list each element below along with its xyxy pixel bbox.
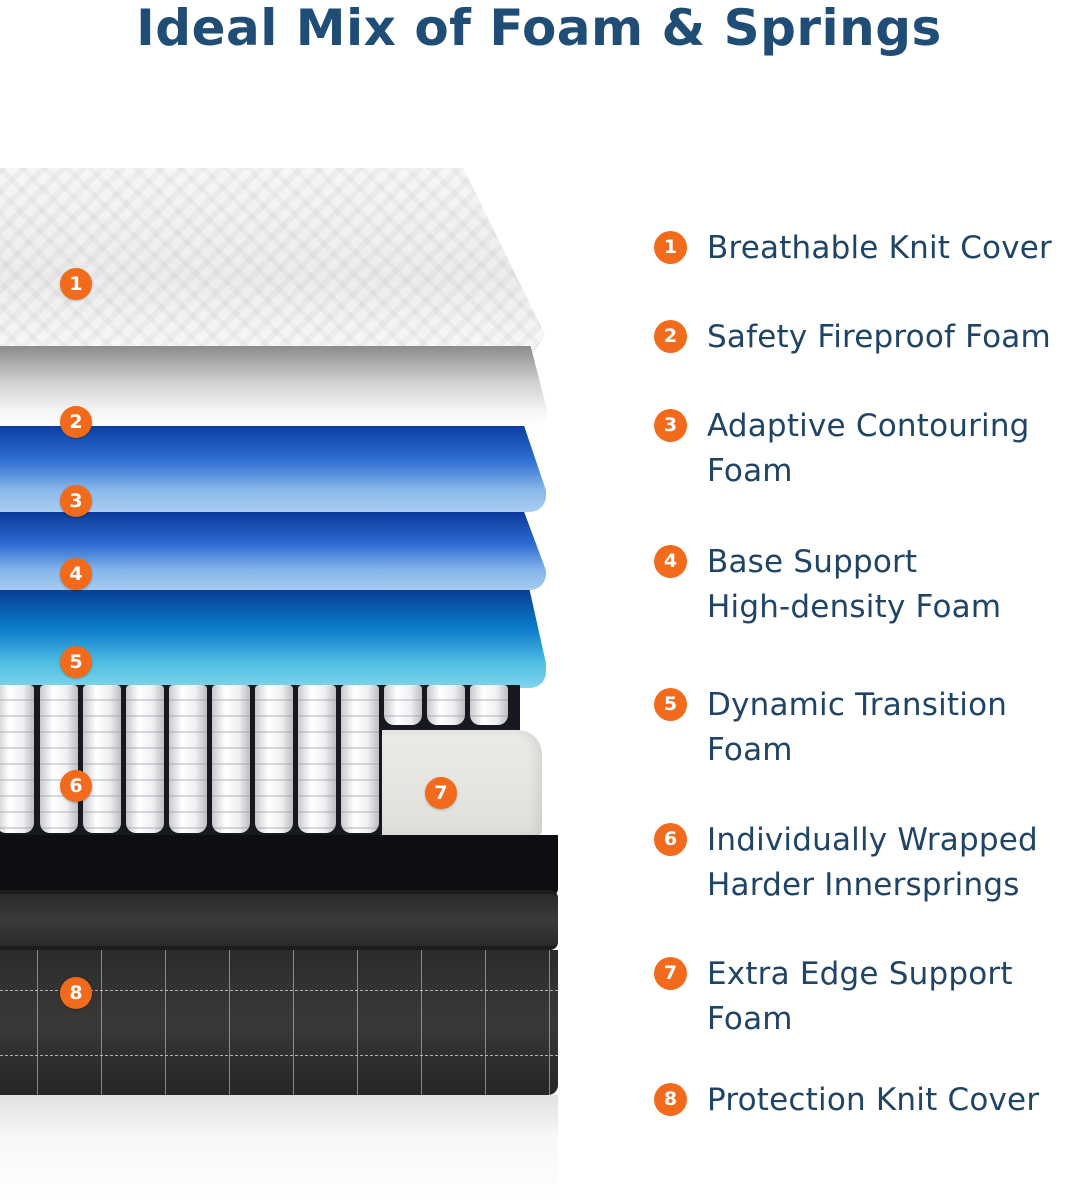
layer-edge-support-foam [382, 730, 542, 835]
badge-5: 5 [60, 646, 92, 678]
badge-6: 6 [60, 770, 92, 802]
layer-fireproof-foam [0, 346, 547, 426]
legend-item-8: 8 Protection Knit Cover [654, 1078, 1078, 1123]
badge-3: 3 [60, 485, 92, 517]
legend-item-5: 5 Dynamic Transition Foam [654, 683, 1078, 773]
layer-protection-cover [0, 950, 558, 1095]
spring-coil [470, 685, 508, 725]
layer-transition-foam [0, 590, 546, 688]
badge-2: 2 [60, 406, 92, 438]
number-badge: 4 [654, 545, 687, 578]
legend-item-4: 4 Base Support High-density Foam [654, 540, 1078, 630]
floor-reflection [0, 1095, 558, 1200]
spring-coil [341, 685, 379, 833]
layer-base-band [0, 890, 558, 950]
legend-label: Breathable Knit Cover [707, 230, 1052, 266]
spring-coil [0, 685, 34, 833]
stitch-line [0, 990, 558, 991]
legend-item-6: 6 Individually Wrapped Harder Innersprin… [654, 818, 1078, 908]
spring-coil [427, 685, 465, 725]
badge-7: 7 [425, 777, 457, 809]
number-badge: 2 [654, 320, 687, 353]
spring-coil [169, 685, 207, 833]
layer-knit-cover [0, 168, 545, 353]
number-badge: 8 [654, 1083, 687, 1116]
spring-coil [126, 685, 164, 833]
number-badge: 6 [654, 823, 687, 856]
legend-item-3: 3 Adaptive Contouring Foam [654, 404, 1078, 494]
page-title: Ideal Mix of Foam & Springs [136, 0, 942, 57]
spring-coil [384, 685, 422, 725]
legend-label: Dynamic Transition Foam [707, 687, 1008, 768]
number-badge: 1 [654, 231, 687, 264]
number-badge: 7 [654, 957, 687, 990]
badge-4: 4 [60, 558, 92, 590]
spring-coil [212, 685, 250, 833]
legend-label: Extra Edge Support Foam [707, 956, 1013, 1037]
spring-coil [83, 685, 121, 833]
mattress-cross-section: 1 2 3 4 5 6 7 8 [0, 160, 560, 1200]
legend-label: Safety Fireproof Foam [707, 319, 1051, 355]
number-badge: 3 [654, 409, 687, 442]
spring-coil [40, 685, 78, 833]
legend-label: Protection Knit Cover [707, 1082, 1040, 1118]
badge-1: 1 [60, 268, 92, 300]
layer-base-tray [0, 835, 558, 895]
number-badge: 5 [654, 688, 687, 721]
legend-label: Individually Wrapped Harder Innersprings [707, 822, 1038, 903]
legend-item-1: 1 Breathable Knit Cover [654, 226, 1078, 271]
spring-coil [298, 685, 336, 833]
badge-8: 8 [60, 977, 92, 1009]
legend-item-2: 2 Safety Fireproof Foam [654, 315, 1078, 360]
spring-coil [255, 685, 293, 833]
legend-label: Base Support High-density Foam [707, 544, 1002, 625]
legend-label: Adaptive Contouring Foam [707, 408, 1030, 489]
legend-item-7: 7 Extra Edge Support Foam [654, 952, 1078, 1042]
stitch-line [0, 1055, 558, 1056]
